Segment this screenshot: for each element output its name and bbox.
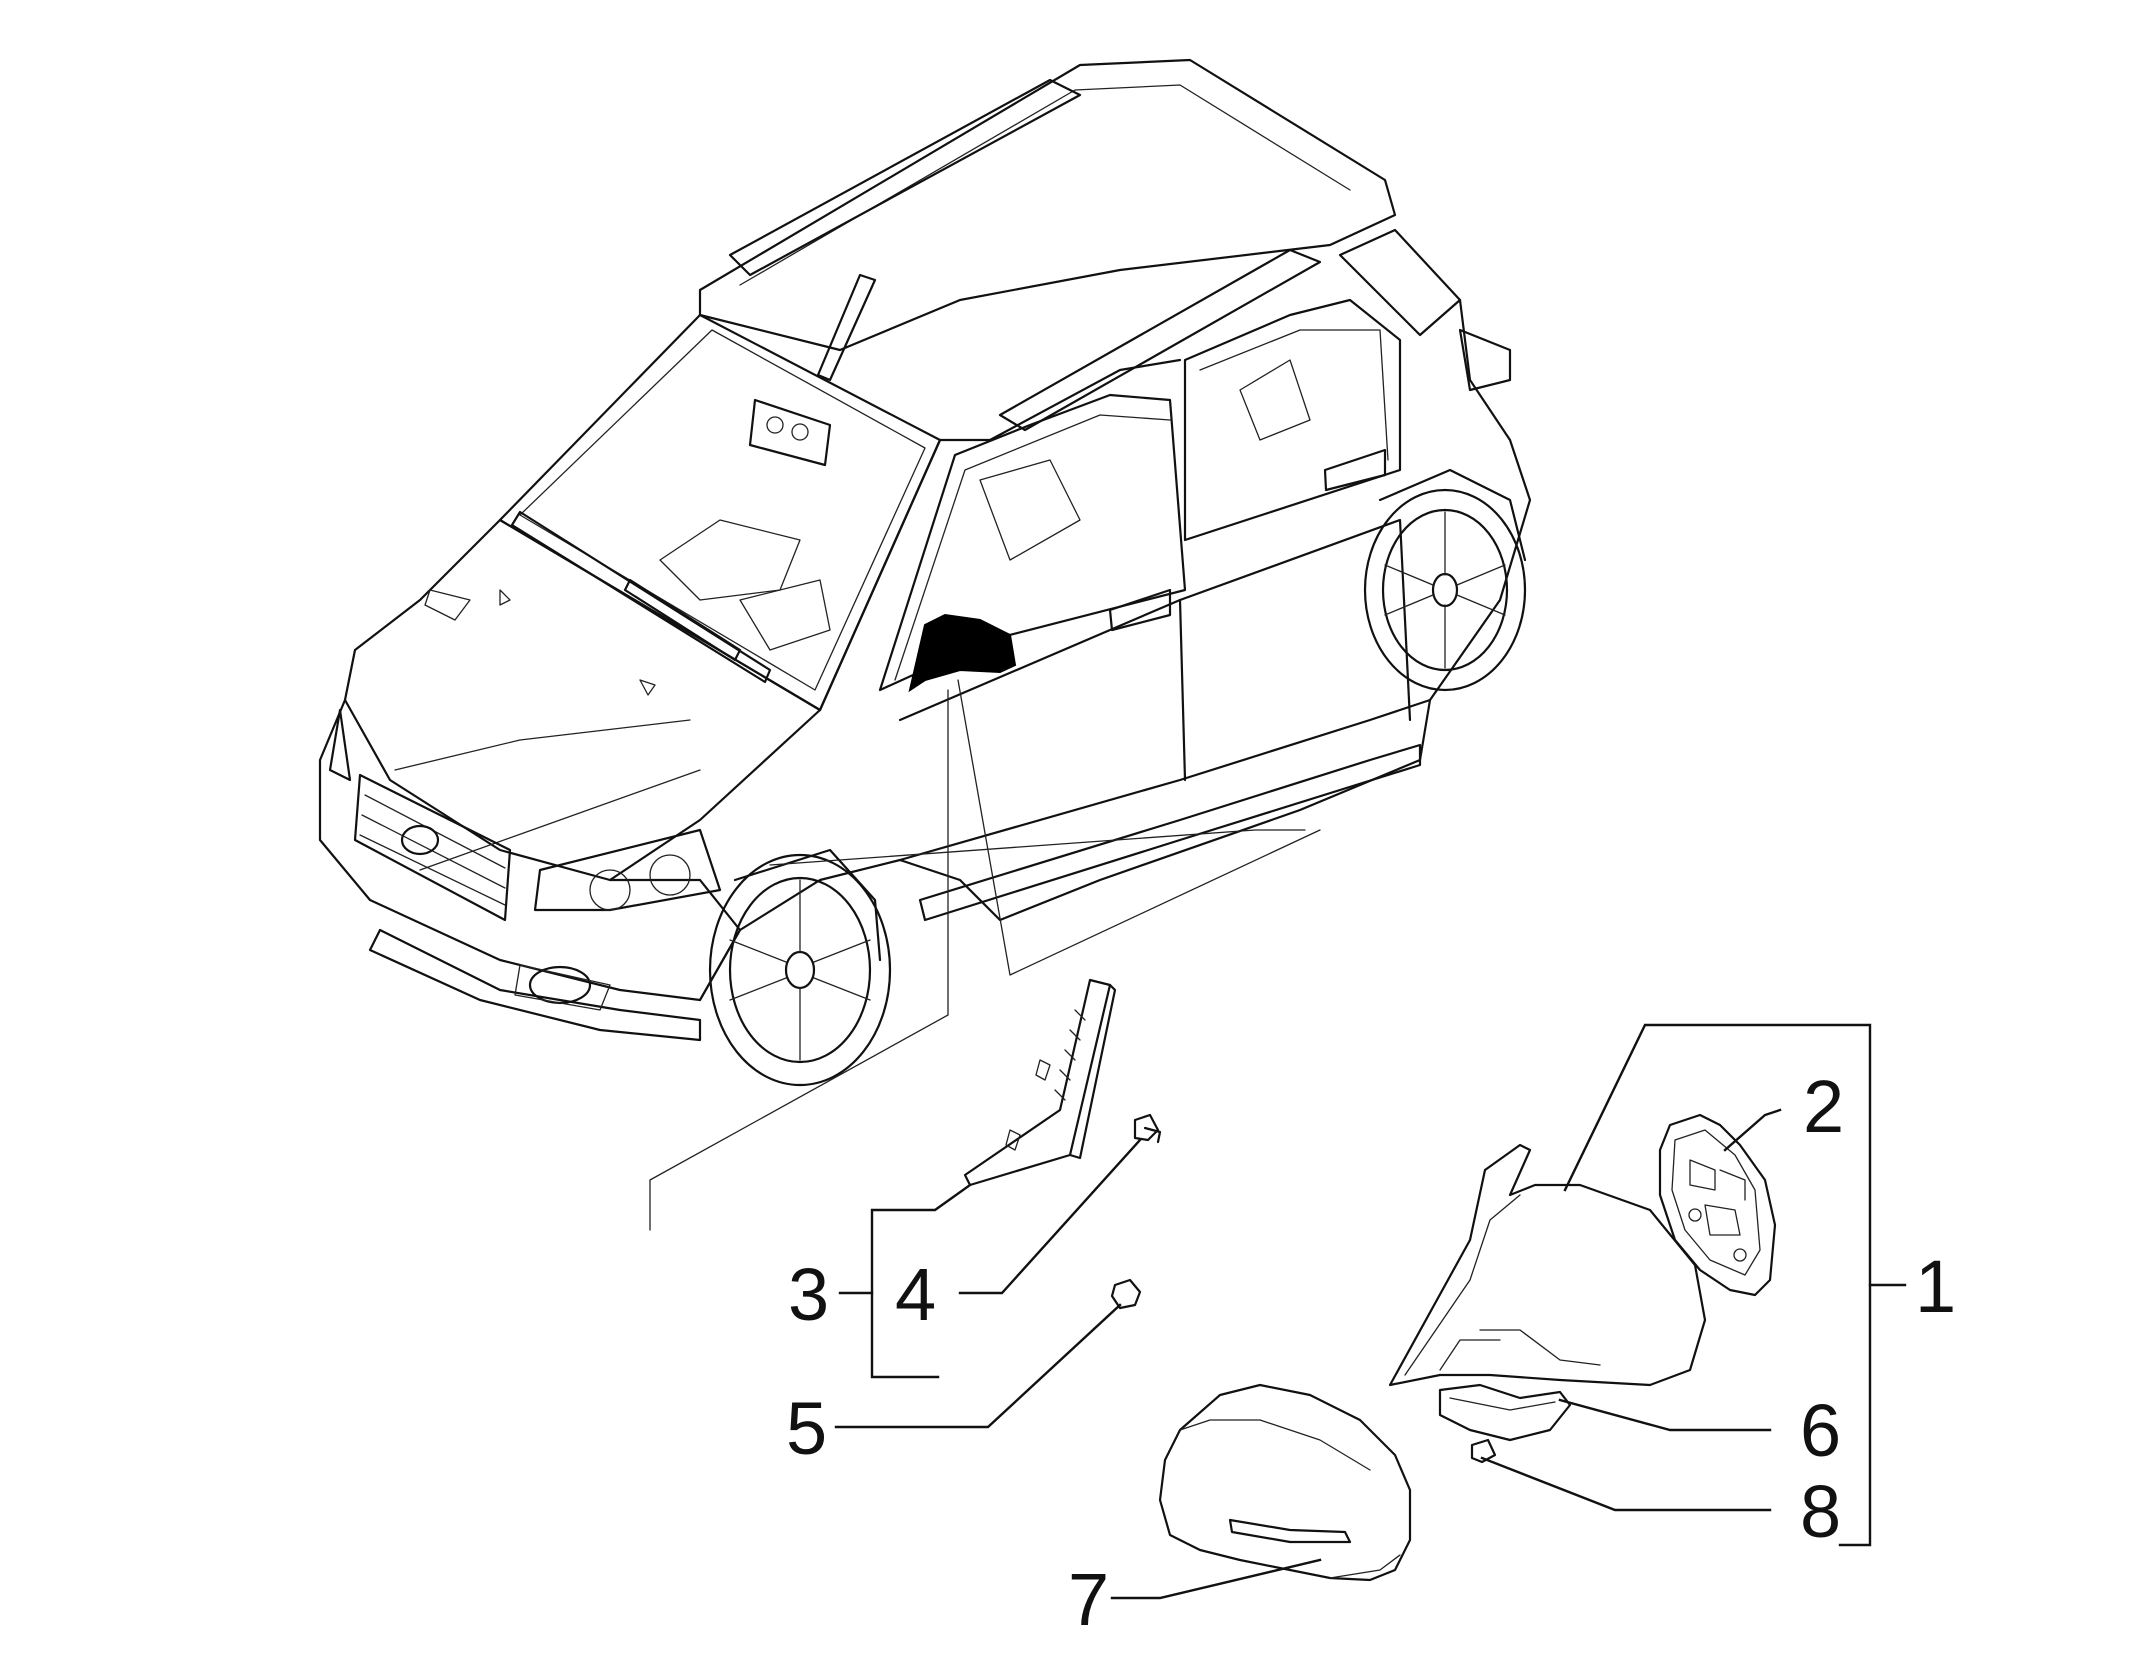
leader-8 <box>1480 1456 1772 1512</box>
reference-lines <box>649 679 1321 1231</box>
leader-1 <box>1563 1023 1872 1547</box>
callout-8: 8 <box>1800 1470 1841 1553</box>
callout-5: 5 <box>786 1387 827 1470</box>
part-5-nut <box>1110 1278 1142 1310</box>
part-2-mirror-glass <box>1658 1113 1777 1297</box>
callout-labels: 1 2 3 4 5 6 7 8 <box>786 1065 1956 1641</box>
callout-6: 6 <box>1800 1389 1841 1472</box>
leader-5 <box>834 1303 1122 1429</box>
part-3-sail-trim <box>963 978 1117 1187</box>
callout-7: 7 <box>1068 1558 1109 1641</box>
leader-3 <box>870 1183 972 1379</box>
callout-1: 1 <box>1915 1245 1956 1328</box>
part-7-mirror-cap <box>1158 1383 1412 1582</box>
leader-lines <box>834 1023 1907 1600</box>
leader-2 <box>1723 1108 1782 1152</box>
leader-7 <box>1110 1558 1322 1600</box>
part-1-mirror-assembly <box>1388 1143 1707 1387</box>
callout-4: 4 <box>895 1253 936 1336</box>
car-illustration <box>318 58 1532 1087</box>
leader-6 <box>1558 1398 1772 1432</box>
callout-2: 2 <box>1803 1065 1844 1148</box>
callout-3: 3 <box>788 1253 829 1336</box>
leader-4 <box>958 1138 1142 1295</box>
part-4-screw <box>1133 1113 1162 1144</box>
part-8-screw <box>1470 1438 1497 1464</box>
part-6-side-repeater <box>1438 1383 1572 1442</box>
mirror-highlight-on-car <box>908 613 1017 693</box>
